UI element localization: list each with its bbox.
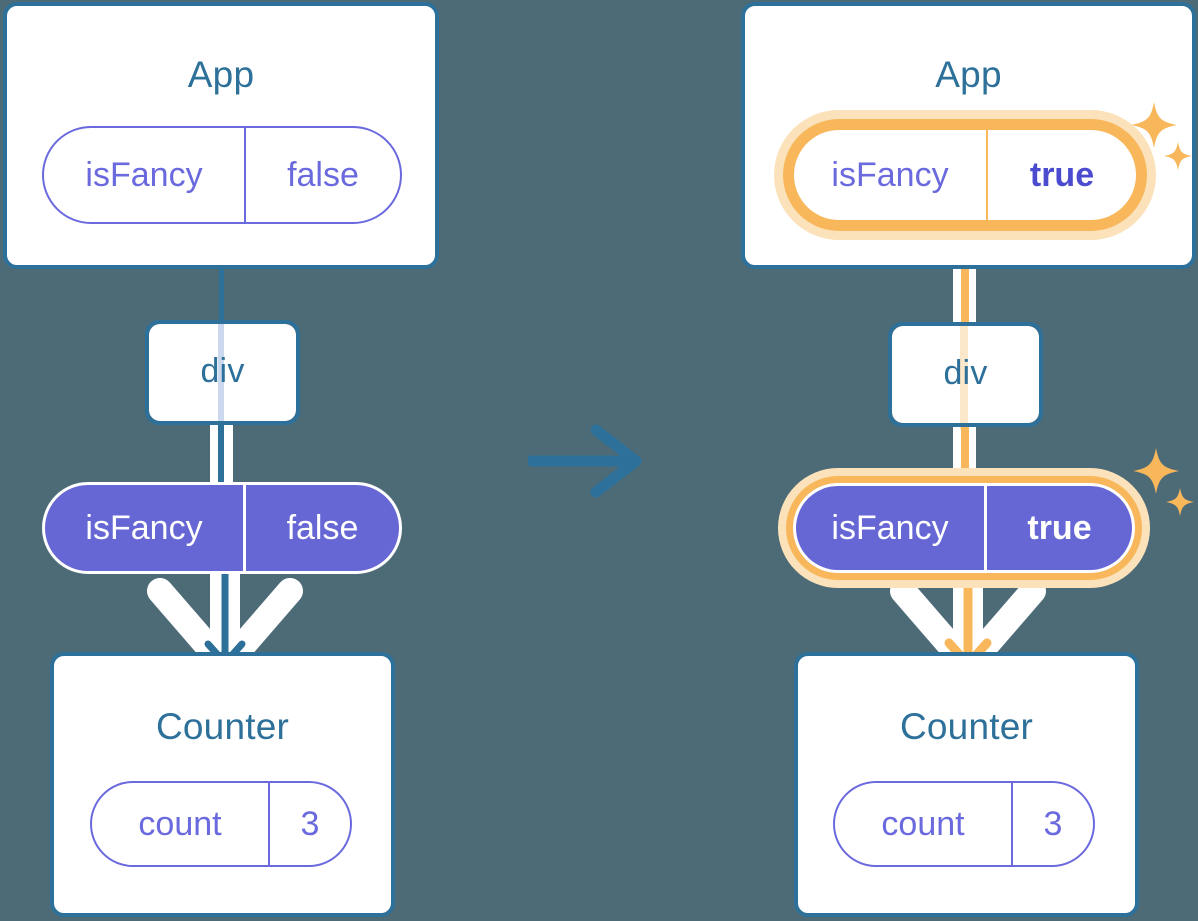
before-connector-app-to-div — [219, 266, 224, 322]
after-app-state-value: true — [986, 130, 1136, 220]
after-div-title: div — [943, 354, 988, 392]
before-app-state-pill: isFancy false — [42, 126, 402, 224]
after-counter-state-key: count — [881, 804, 965, 843]
before-div-inner-line — [218, 320, 224, 428]
after-counter-state-pill: count 3 — [833, 781, 1095, 867]
before-counter-state-key: count — [138, 804, 222, 843]
before-connector-div-to-props-line — [218, 425, 224, 487]
after-props-pill: isFancy true — [796, 486, 1132, 570]
before-props-pill: isFancy false — [42, 482, 402, 574]
before-app-title: App — [187, 54, 255, 95]
before-props-value: false — [243, 485, 399, 571]
transition-arrow-right — [528, 424, 646, 498]
before-div-fill-right — [232, 324, 296, 421]
before-counter-state-pill: count 3 — [90, 781, 352, 867]
sparkle-props-icon — [1130, 444, 1198, 532]
after-app-state-ring-inner — [794, 130, 1136, 220]
after-props-value: true — [984, 486, 1132, 570]
after-app-state-key: isFancy — [831, 155, 949, 194]
after-app-state-pill: isFancy true — [794, 130, 1136, 220]
before-props-arrow — [140, 566, 310, 676]
before-app-state-key: isFancy — [85, 155, 203, 194]
after-app-title: App — [935, 54, 1002, 95]
after-div-fill-left — [892, 326, 954, 423]
before-div-title: div — [200, 352, 245, 390]
after-counter-title: Counter — [899, 706, 1034, 747]
before-div-fill-left — [149, 324, 211, 421]
sparkle-app-state-icon — [1128, 98, 1198, 186]
after-props-key: isFancy — [831, 508, 949, 547]
after-counter-state-value: 3 — [1011, 783, 1093, 865]
before-div-panel — [145, 320, 300, 425]
before-counter-title: Counter — [155, 706, 290, 747]
before-counter-state-value: 3 — [268, 783, 350, 865]
before-props-key: isFancy — [85, 508, 203, 547]
after-div-fill-right — [975, 326, 1039, 423]
after-div-panel — [888, 322, 1043, 427]
after-connector-div-to-props-line — [961, 427, 969, 489]
after-div-inner-line — [960, 322, 968, 430]
before-app-state-value: false — [244, 128, 400, 222]
